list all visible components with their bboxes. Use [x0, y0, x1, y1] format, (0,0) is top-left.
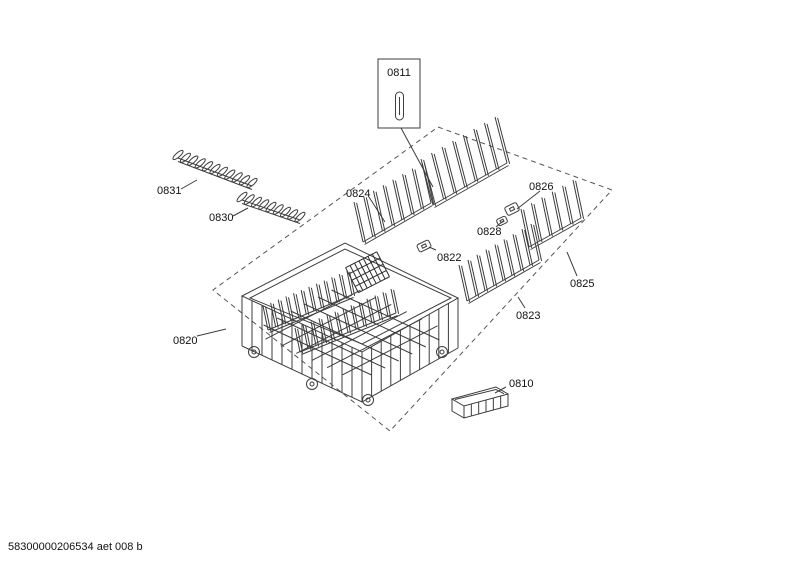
label-0811: 0811 [387, 67, 411, 79]
pin-0811-drawing [395, 91, 404, 121]
label-0823: 0823 [516, 310, 540, 322]
label-0810: 0810 [509, 378, 533, 390]
part-labels: 0811 0831 0830 0824 0826 0828 0822 0825 … [157, 67, 594, 390]
tine-strip-0830-drawing [236, 191, 306, 224]
tine-strip-0831-drawing [172, 149, 258, 190]
label-0825: 0825 [570, 278, 594, 290]
tine-row-0824-lower-drawing [353, 162, 435, 245]
footer-doc-number: 58300000206534 aet 008 b [8, 541, 143, 553]
label-0831: 0831 [157, 185, 181, 197]
callout-box [377, 58, 421, 129]
clip-parts-drawing [416, 202, 520, 253]
label-0828: 0828 [477, 226, 501, 238]
label-0820: 0820 [173, 335, 197, 347]
label-0826: 0826 [529, 181, 553, 193]
assembly-boundary-dashed [212, 126, 613, 432]
tine-row-0824-upper-drawing [420, 116, 511, 208]
tine-row-0825-drawing [520, 179, 585, 250]
tray-0810-drawing [450, 386, 510, 419]
tine-row-0823-drawing [458, 223, 543, 304]
pin-0811-callout [377, 58, 421, 129]
leader-lines [180, 127, 578, 394]
lower-rack-0820-drawing [240, 242, 460, 406]
label-0824: 0824 [346, 188, 370, 200]
label-0830: 0830 [209, 212, 233, 224]
label-0822: 0822 [437, 252, 461, 264]
